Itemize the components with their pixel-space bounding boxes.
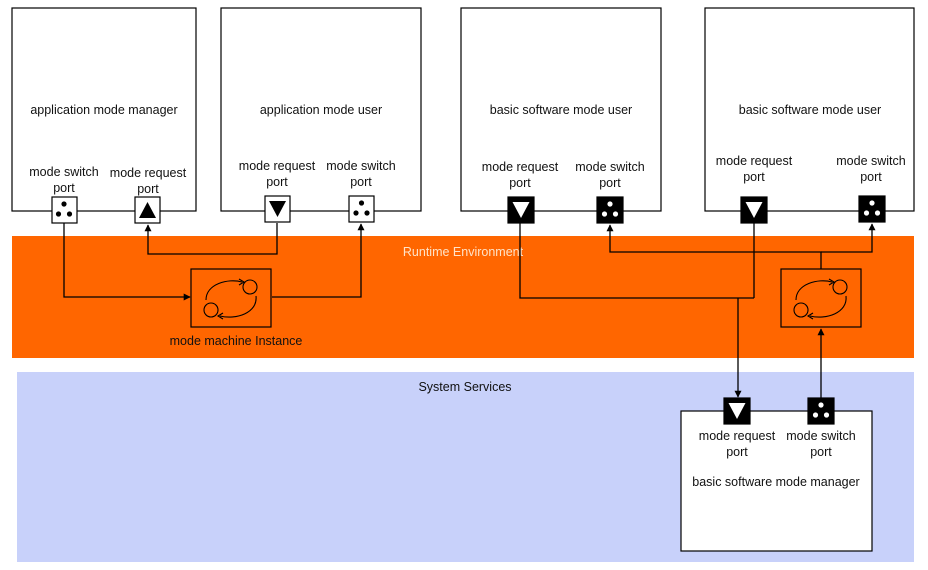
three-dots-icon bbox=[812, 402, 830, 418]
three-dots-icon bbox=[863, 200, 881, 216]
bsw-mode-manager-box bbox=[680, 410, 873, 552]
triangle-up-icon bbox=[139, 202, 156, 218]
bsw-user2-switch-port[interactable] bbox=[858, 195, 886, 223]
mode-machine-instance-label: mode machine Instance bbox=[170, 334, 303, 348]
app-manager-switch-port-label: mode switch bbox=[29, 165, 99, 179]
bsw-mode-user-title-1: basic software mode user bbox=[490, 103, 632, 117]
connector-bsw-user1-request bbox=[519, 223, 754, 299]
app-manager-request-port-label: mode request bbox=[110, 166, 187, 180]
application-mode-manager-box bbox=[11, 7, 197, 212]
connector-app-switch-to-mmi bbox=[63, 223, 191, 301]
bsw-user2-request-port-label: mode request bbox=[716, 154, 793, 168]
three-dots-icon bbox=[353, 200, 370, 216]
triangle-down-icon bbox=[728, 403, 746, 419]
connector-mmi2-to-bsw-user1-switch bbox=[606, 224, 822, 269]
application-mode-user-box bbox=[220, 7, 422, 212]
bsw-manager-request-port[interactable] bbox=[723, 397, 751, 425]
runtime-environment-label: Runtime Environment bbox=[403, 245, 524, 259]
bsw-user1-request-port-label: mode request bbox=[482, 160, 559, 174]
triangle-down-icon bbox=[269, 201, 286, 217]
bsw-manager-switch-port-label-2: port bbox=[810, 445, 832, 459]
app-manager-switch-port[interactable] bbox=[51, 196, 78, 224]
bsw-user2-switch-port-label: mode switch bbox=[836, 154, 906, 168]
triangle-down-icon bbox=[512, 202, 530, 218]
bsw-user2-switch-port-label-2: port bbox=[860, 170, 882, 184]
triangle-down-icon bbox=[745, 202, 763, 218]
system-services-label: System Services bbox=[418, 380, 511, 394]
bsw-manager-request-port-label: mode request bbox=[699, 429, 776, 443]
app-user-switch-port[interactable] bbox=[348, 195, 375, 223]
connector-mmi2-to-bsw-user2-switch bbox=[821, 223, 876, 253]
bsw-user1-switch-port-label-2: port bbox=[599, 176, 621, 190]
app-user-switch-port-label-2: port bbox=[350, 175, 372, 189]
cycle-arrows-icon bbox=[203, 278, 258, 320]
connector-app-request bbox=[144, 223, 278, 255]
bsw-mode-manager-title: basic software mode manager bbox=[692, 475, 859, 489]
app-user-request-port[interactable] bbox=[264, 195, 291, 223]
bsw-mode-user-box-2 bbox=[704, 7, 915, 212]
app-manager-request-port-label-2: port bbox=[137, 182, 159, 196]
app-user-request-port-label-2: port bbox=[266, 175, 288, 189]
app-manager-switch-port-label-2: port bbox=[53, 181, 75, 195]
bsw-user1-switch-port[interactable] bbox=[596, 196, 624, 224]
mode-machine-instance-2 bbox=[780, 268, 862, 328]
three-dots-icon bbox=[55, 201, 73, 217]
bsw-manager-switch-port[interactable] bbox=[807, 397, 835, 425]
application-mode-manager-title: application mode manager bbox=[30, 103, 177, 117]
bsw-mode-user-box-1 bbox=[460, 7, 662, 212]
app-manager-request-port[interactable] bbox=[134, 196, 161, 224]
bsw-manager-request-port-label-2: port bbox=[726, 445, 748, 459]
bsw-user1-switch-port-label: mode switch bbox=[575, 160, 645, 174]
bsw-mode-user-title-2: basic software mode user bbox=[739, 103, 881, 117]
connector-mmi-to-app-user-switch bbox=[272, 223, 365, 298]
three-dots-icon bbox=[601, 201, 619, 217]
cycle-arrows-icon bbox=[793, 278, 848, 320]
app-user-switch-port-label: mode switch bbox=[326, 159, 396, 173]
mode-machine-instance-1 bbox=[190, 268, 272, 328]
bsw-user2-request-port[interactable] bbox=[740, 196, 768, 224]
bsw-user2-request-port-label-2: port bbox=[743, 170, 765, 184]
application-mode-user-title: application mode user bbox=[260, 103, 382, 117]
app-user-request-port-label: mode request bbox=[239, 159, 316, 173]
bsw-user1-request-port[interactable] bbox=[507, 196, 535, 224]
connections bbox=[63, 223, 876, 398]
bsw-manager-switch-port-label: mode switch bbox=[786, 429, 856, 443]
bsw-user1-request-port-label-2: port bbox=[509, 176, 531, 190]
